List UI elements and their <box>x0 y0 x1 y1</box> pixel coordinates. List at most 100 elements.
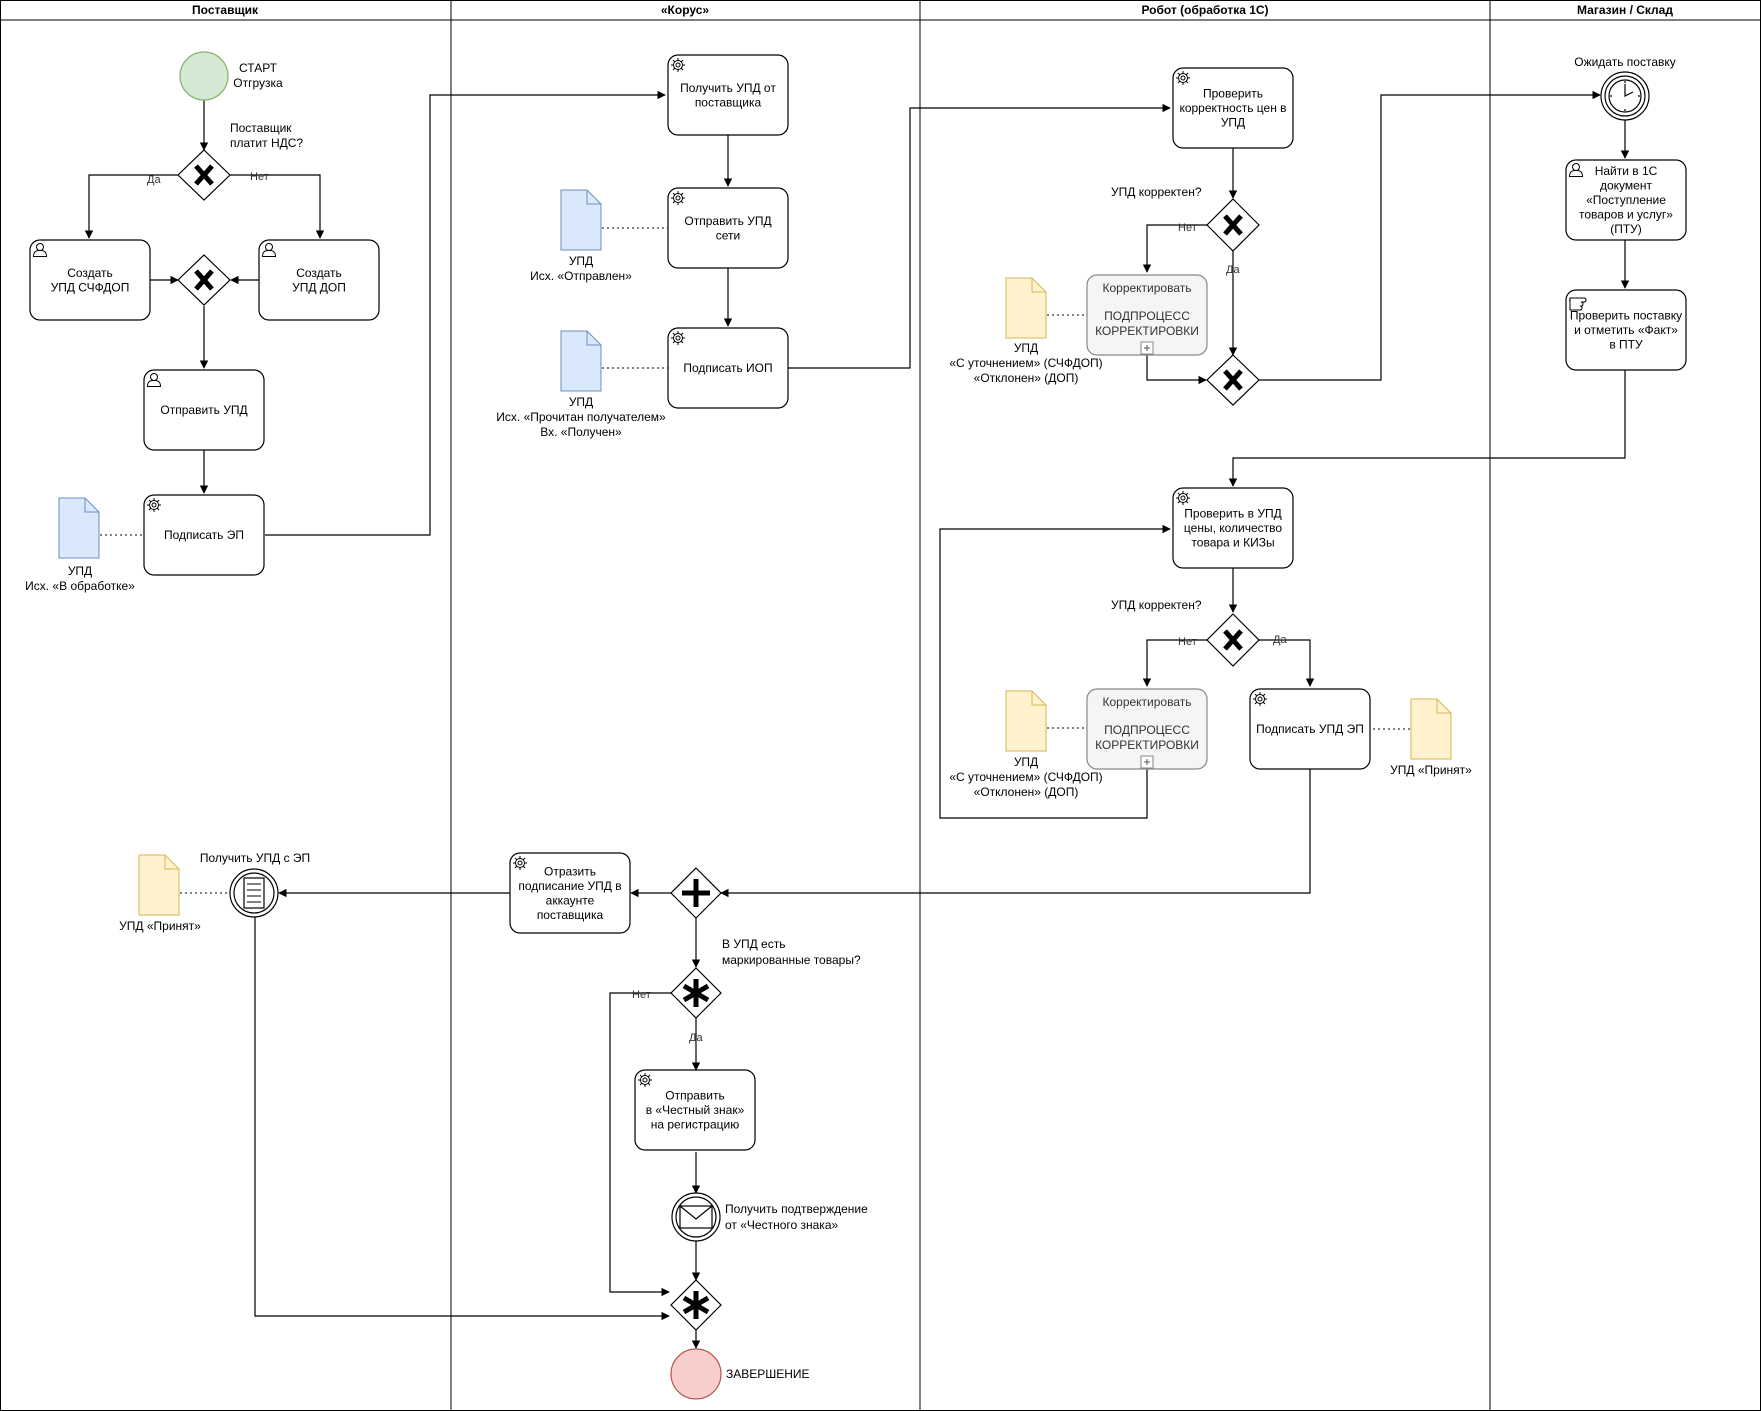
start-event-sublabel: Отгрузка <box>233 76 283 90</box>
sign-iop-task: Подписать ИОП <box>667 327 789 409</box>
gateway-prices-correct <box>1206 198 1260 252</box>
envelope-icon <box>679 1205 713 1229</box>
branch-no-label: Нет <box>632 989 651 1001</box>
expand-plus-icon <box>1140 755 1154 769</box>
create-upd-dop-task-line: Создать <box>296 266 342 280</box>
create-upd-schfdop-task-line: Создать <box>67 266 113 280</box>
gateway-parallel <box>670 867 722 919</box>
reflect-signing-task-line: аккаунте <box>546 893 595 907</box>
doc-upd-processing-label: Исх. «В обработке» <box>25 579 135 593</box>
start-event <box>179 51 229 101</box>
correct-subprocess-2-body: КОРРЕКТИРОВКИ <box>1095 738 1199 752</box>
document-icon <box>58 497 100 559</box>
lane-title-store: Магазин / Склад <box>1577 3 1673 17</box>
list-icon <box>243 877 265 909</box>
doc-upd-accepted-1-label: УПД «Принят» <box>1390 763 1472 777</box>
send-cz-task-line: в «Честный знак» <box>646 1103 745 1117</box>
lane-title-supplier: Поставщик <box>192 3 259 17</box>
doc-upd-read-label: УПД <box>569 395 593 409</box>
exclusive-x-icon <box>1223 214 1243 236</box>
document-icon <box>560 330 602 392</box>
question-vat-1: Поставщик <box>230 121 292 135</box>
doc-upd-accepted-2: УПД «Принят» <box>119 854 201 933</box>
sign-ep-task: Подписать ЭП <box>143 494 265 576</box>
create-upd-schfdop-task-line: УПД СЧФДОП <box>51 280 130 294</box>
sign-upd-ep-task-line: Подписать УПД ЭП <box>1256 722 1364 736</box>
find-in-1c-task-line: Найти в 1С <box>1595 164 1658 178</box>
receive-confirm-label-2: от «Честного знака» <box>725 1218 838 1232</box>
document-icon <box>1410 698 1452 760</box>
lane-title-robot: Робот (обработка 1С) <box>1141 3 1268 17</box>
question-marked-1: В УПД есть <box>722 937 785 951</box>
parallel-plus-icon <box>682 879 710 907</box>
question-all-correct: УПД корректен? <box>1111 598 1202 612</box>
gateway-all-correct <box>1206 613 1260 667</box>
question-vat-2: платит НДС? <box>230 136 303 150</box>
doc-upd-sent-label: УПД <box>569 254 593 268</box>
document-icon <box>1005 690 1047 752</box>
get-upd-task-line: поставщика <box>695 95 762 109</box>
complex-asterisk-icon <box>682 1291 710 1319</box>
doc-upd-accepted-1: УПД «Принят» <box>1390 698 1472 777</box>
sequence-flows <box>84 90 1630 1349</box>
document-icon <box>138 854 180 916</box>
find-in-1c-task-line: (ПТУ) <box>1610 222 1642 236</box>
check-delivery-task-line: и отметить «Факт» <box>1574 323 1678 337</box>
associations <box>100 227 1410 894</box>
branch-no-label: Нет <box>1178 636 1197 648</box>
receive-confirm-label-1: Получить подтверждение <box>725 1202 868 1216</box>
doc-upd-clarified-2-label: УПД <box>1014 755 1038 769</box>
check-prices-task-line: корректность цен в <box>1179 101 1286 115</box>
check-prices-task-line: УПД <box>1221 116 1245 130</box>
timer-event-label: Ожидать поставку <box>1574 55 1676 69</box>
hand-icon <box>1569 297 1587 311</box>
question-prices-correct: УПД корректен? <box>1111 185 1202 199</box>
branch-yes-label: Да <box>1273 634 1287 646</box>
send-upd-network-task-line: Отправить УПД <box>684 214 771 228</box>
doc-upd-clarified-1-label: «Отклонен» (ДОП) <box>974 371 1079 385</box>
branch-yes-label: Да <box>689 1032 703 1044</box>
doc-upd-processing-label: УПД <box>68 564 92 578</box>
create-upd-dop-task-line: УПД ДОП <box>292 280 346 294</box>
exclusive-x-icon <box>1223 629 1243 651</box>
gateway-final-merge <box>670 1279 722 1331</box>
doc-upd-clarified-1: УПД«С уточнением» (СЧФДОП)«Отклонен» (ДО… <box>949 277 1103 385</box>
sign-ep-task-line: Подписать ЭП <box>164 528 244 542</box>
end-event-label: ЗАВЕРШЕНИЕ <box>726 1367 810 1381</box>
exclusive-x-icon <box>1223 369 1243 391</box>
branch-no-label: Нет <box>250 171 269 183</box>
gateway-marked <box>670 967 722 1019</box>
gateway-vat <box>177 149 231 201</box>
find-in-1c-task-line: «Поступление <box>1586 193 1666 207</box>
check-delivery-task-line: Проверить поставку <box>1570 309 1682 323</box>
correct-subprocess-2-body: ПОДПРОЦЕСС <box>1104 723 1190 737</box>
document-icon <box>560 189 602 251</box>
exclusive-x-icon <box>194 164 214 186</box>
reflect-signing-task-line: подписание УПД в <box>518 879 621 893</box>
branch-no-label: Нет <box>1178 222 1197 234</box>
gateway-merge-create <box>177 254 231 306</box>
question-marked-2: маркированные товары? <box>722 953 861 967</box>
doc-upd-clarified-2-label: «С уточнением» (СЧФДОП) <box>949 770 1102 784</box>
reflect-signing-task-line: Отразить <box>544 864 596 878</box>
check-upd-all-task-line: товара и КИЗы <box>1191 536 1274 550</box>
sign-iop-task-line: Подписать ИОП <box>683 361 772 375</box>
check-prices-task-line: Проверить <box>1203 87 1263 101</box>
branch-yes-label: Да <box>147 174 161 186</box>
